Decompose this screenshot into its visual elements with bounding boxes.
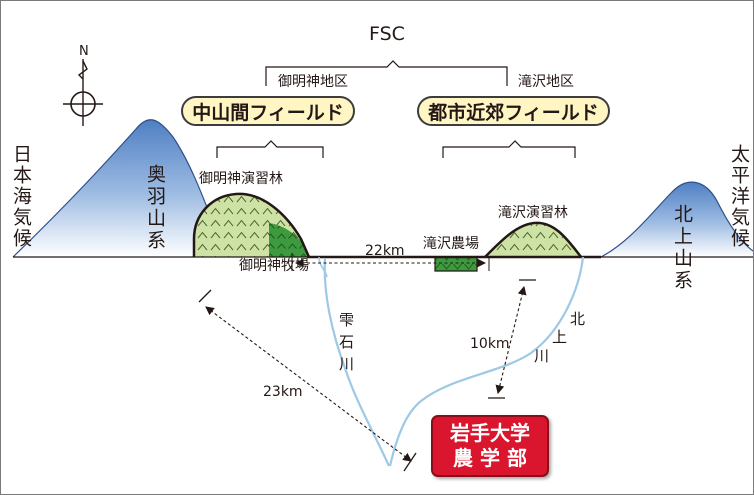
kitakami-river-char-3: 川 [534,347,550,365]
shizukuishi-river-label: 雫石川 [337,312,355,378]
kitakami-river-char-2: 上 [552,328,568,346]
field-left-pill: 中山間フィールド [181,96,355,126]
compass-north-label: N [79,44,89,59]
distance-10km-label: 10km [470,336,510,352]
omyojin-forest-label: 御明神演習林 [199,171,283,187]
distance-23km-line [205,306,412,462]
left-climate-label: 日本海気候 [10,144,32,249]
field-left-bracket [216,140,324,158]
right-climate-label: 太平洋気候 [728,144,750,249]
ou-mountains-label: 奥羽山系 [144,164,166,252]
takizawa-farm-label: 滝沢農場 [423,236,479,252]
kitakami-mountains-label: 北上山系 [671,204,693,292]
badge-line-2: 農 学 部 [453,446,527,470]
district-right-label: 滝沢地区 [518,74,574,90]
distance-10km-line [495,285,527,395]
takizawa-forest-label: 滝沢演習林 [498,205,568,221]
field-right-bracket [442,140,576,158]
field-right-pill: 都市近郊フィールド [417,96,610,126]
omyojin-ranch-label: 御明神牧場 [239,258,309,274]
compass-icon [63,59,103,126]
distance-22km-label: 22km [365,243,405,259]
fsc-title: FSC [369,23,405,45]
district-left-label: 御明神地区 [278,74,348,90]
shizukuishi-river-line [323,257,391,467]
kitakami-mountain-range [601,182,753,257]
distance-23km-label: 23km [263,384,303,400]
kitakami-river-char-1: 北 [570,310,586,328]
ou-mountain-range [13,119,227,257]
iwate-univ-agriculture-badge: 岩手大学 農 学 部 [431,415,549,477]
fsc-tree-connector [265,60,508,86]
badge-line-1: 岩手大学 [450,421,530,445]
